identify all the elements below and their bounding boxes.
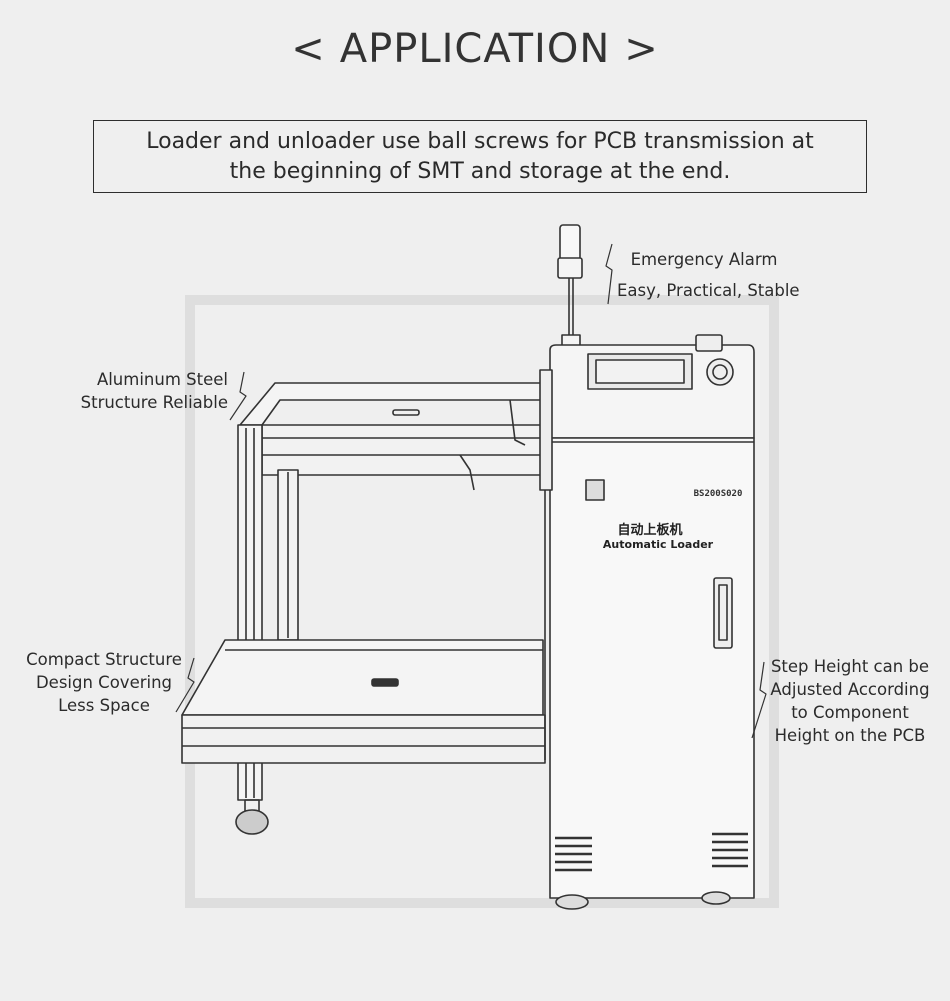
callout-alarm: Emergency Alarm [614,248,794,271]
description-box: Loader and unloader use ball screws for … [93,120,867,193]
callout-step: Step Height can be Adjusted According to… [762,655,938,747]
callout-structure-line-1: Aluminum Steel [96,370,228,389]
page-title: < APPLICATION > [0,26,950,72]
callout-alarm-line-2: Easy, Practical, Stable [617,281,800,300]
description-line-1: Loader and unloader use ball screws for … [146,128,814,154]
callout-compact-line-1: Compact Structure [26,650,182,669]
cabinet [549,334,755,910]
callout-step-line-2: Adjusted According [770,680,930,699]
callout-structure: Aluminum Steel Structure Reliable [60,368,228,414]
title-text: APPLICATION [339,26,611,72]
callout-compact: Compact Structure Design Covering Less S… [18,648,190,717]
description-line-2: the beginning of SMT and storage at the … [229,158,731,184]
callout-step-line-4: Height on the PCB [774,726,926,745]
callout-step-line-1: Step Height can be [770,657,930,676]
image-frame [185,295,779,908]
machine-model: BS200S020 [694,489,743,499]
callout-compact-line-2: Design Covering [35,673,173,692]
callout-compact-line-3: Less Space [58,696,150,715]
machine-label-en: Automatic Loader [603,538,714,551]
alarm-tower [557,224,583,348]
right-bracket: > [624,26,659,72]
machine-label-cn: 自动上板机 [617,522,682,538]
conveyor-frame [181,369,553,835]
callout-alarm-sub: Easy, Practical, Stable [617,279,800,302]
callout-step-line-3: to Component [791,703,909,722]
callout-alarm-line-1: Emergency Alarm [630,250,778,269]
left-bracket: < [291,26,326,72]
callout-structure-line-2: Structure Reliable [80,393,228,412]
